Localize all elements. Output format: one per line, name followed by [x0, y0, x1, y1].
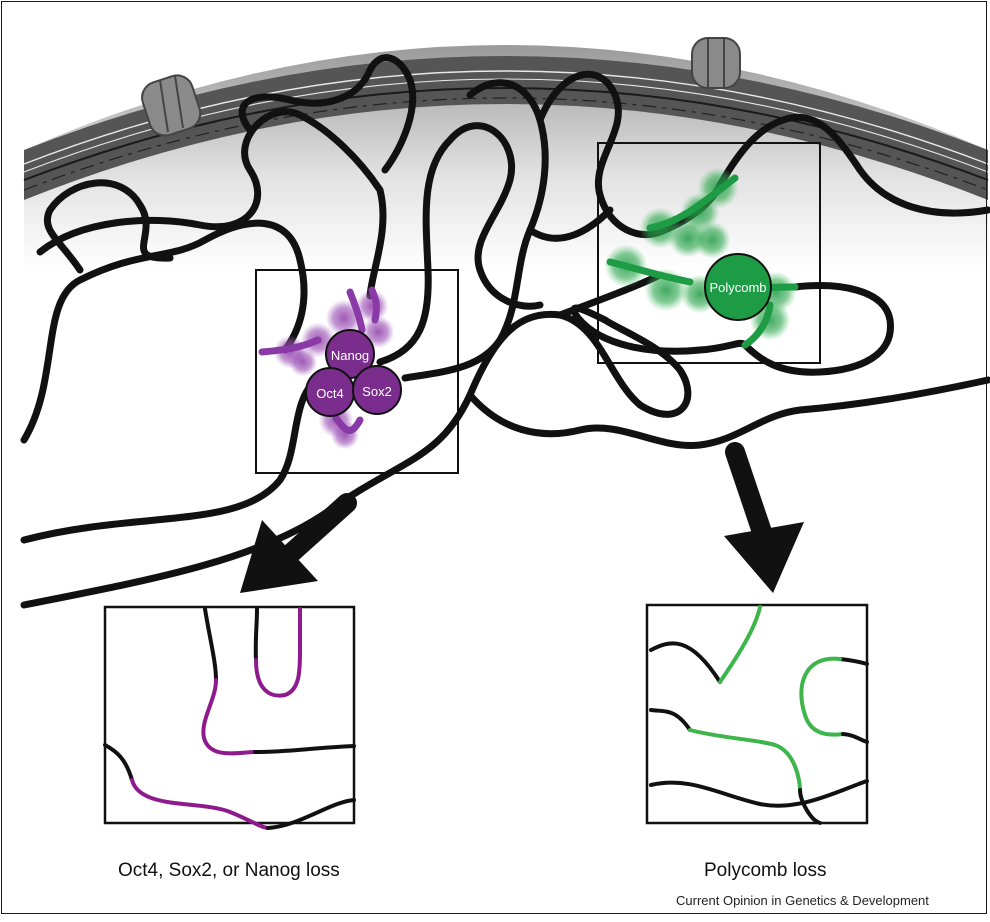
polycomb-factor: Polycomb: [705, 254, 771, 320]
journal-credit: Current Opinion in Genetics & Developmen…: [676, 893, 929, 908]
inset-pluripotency-loss: [105, 607, 354, 828]
arrow-left: [240, 503, 347, 593]
nuclear-pore-right: [692, 38, 740, 88]
inset-polycomb-loss: [647, 605, 867, 823]
right-inset-caption: Polycomb loss: [704, 860, 827, 882]
arrow-right: [724, 452, 804, 593]
oct4-label: Oct4: [316, 386, 343, 401]
left-inset-caption: Oct4, Sox2, or Nanog loss: [118, 860, 340, 882]
oct4-factor: Oct4: [306, 368, 354, 416]
nanog-label: Nanog: [331, 348, 369, 363]
sox2-label: Sox2: [362, 384, 392, 399]
polycomb-label: Polycomb: [709, 280, 766, 295]
sox2-factor: Sox2: [353, 366, 401, 414]
